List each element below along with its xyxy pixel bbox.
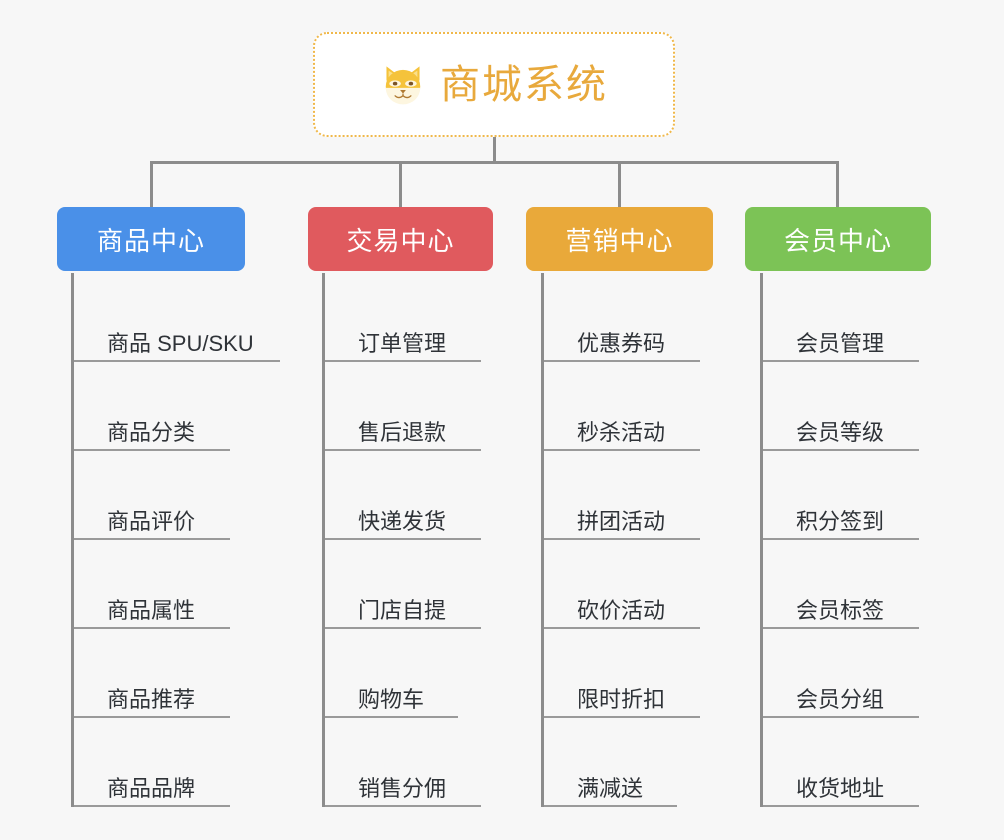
leaf-node[interactable]: 商品 SPU/SKU	[74, 273, 301, 362]
connector-drop-2	[399, 161, 402, 207]
leaf-node-label: 商品品牌	[107, 775, 196, 801]
leaf-node-label: 满减送	[577, 775, 644, 801]
leaf-node[interactable]: 购物车	[325, 629, 552, 718]
leaf-underline	[763, 627, 919, 629]
leaf-node[interactable]: 会员标签	[763, 540, 990, 629]
leaf-column-product: 商品 SPU/SKU 商品分类 商品评价 商品属性 商品推荐 商品品牌	[71, 273, 301, 807]
leaf-node-label: 会员分组	[796, 686, 885, 712]
leaf-node[interactable]: 商品推荐	[74, 629, 301, 718]
leaf-underline	[763, 805, 919, 807]
root-node-title: 商城系统	[440, 62, 608, 107]
leaf-node-label: 优惠券码	[577, 330, 666, 356]
connector-drop-3	[618, 161, 621, 207]
leaf-node[interactable]: 商品分类	[74, 362, 301, 451]
leaf-underline	[763, 360, 919, 362]
leaf-node-label: 商品分类	[107, 419, 196, 445]
leaf-underline	[74, 805, 230, 807]
leaf-column-member: 会员管理 会员等级 积分签到 会员标签 会员分组 收货地址	[760, 273, 990, 807]
leaf-node-label: 秒杀活动	[577, 419, 666, 445]
leaf-node-label: 快递发货	[358, 508, 447, 534]
leaf-node[interactable]: 门店自提	[325, 540, 552, 629]
leaf-underline	[325, 716, 458, 718]
leaf-underline	[544, 449, 700, 451]
leaf-node-label: 会员标签	[796, 597, 885, 623]
leaf-underline	[763, 716, 919, 718]
leaf-node[interactable]: 会员等级	[763, 362, 990, 451]
leaf-underline	[325, 360, 481, 362]
connector-drop-1	[150, 161, 153, 207]
leaf-node[interactable]: 优惠券码	[544, 273, 771, 362]
leaf-underline	[544, 716, 700, 718]
leaf-underline	[325, 627, 481, 629]
leaf-node[interactable]: 拼团活动	[544, 451, 771, 540]
group-node-product[interactable]: 商品中心	[57, 207, 245, 271]
leaf-node[interactable]: 限时折扣	[544, 629, 771, 718]
leaf-node[interactable]: 砍价活动	[544, 540, 771, 629]
group-node-trade[interactable]: 交易中心	[308, 207, 493, 271]
leaf-node-label: 购物车	[358, 686, 425, 712]
leaf-node[interactable]: 会员管理	[763, 273, 990, 362]
connector-horizontal-bus	[150, 161, 839, 164]
leaf-node[interactable]: 收货地址	[763, 718, 990, 807]
leaf-node-label: 商品 SPU/SKU	[107, 330, 254, 356]
leaf-underline	[74, 716, 230, 718]
leaf-node-label: 售后退款	[358, 419, 447, 445]
connector-drop-4	[836, 161, 839, 207]
leaf-underline	[544, 538, 700, 540]
leaf-node[interactable]: 销售分佣	[325, 718, 552, 807]
root-node-card[interactable]: 商城系统	[313, 32, 675, 137]
shiba-dog-icon	[385, 65, 421, 104]
leaf-node-label: 限时折扣	[577, 686, 666, 712]
leaf-node[interactable]: 满减送	[544, 718, 771, 807]
leaf-node-label: 收货地址	[796, 775, 885, 801]
connector-root-stem	[493, 137, 496, 163]
leaf-underline	[544, 627, 700, 629]
leaf-node-label: 拼团活动	[577, 508, 666, 534]
leaf-column-marketing: 优惠券码 秒杀活动 拼团活动 砍价活动 限时折扣 满减送	[541, 273, 771, 807]
leaf-node[interactable]: 会员分组	[763, 629, 990, 718]
group-node-member[interactable]: 会员中心	[745, 207, 931, 271]
leaf-node-label: 会员管理	[796, 330, 885, 356]
leaf-node[interactable]: 积分签到	[763, 451, 990, 540]
leaf-node-label: 商品属性	[107, 597, 196, 623]
leaf-underline	[325, 805, 481, 807]
leaf-node-label: 销售分佣	[358, 775, 447, 801]
leaf-underline	[544, 360, 700, 362]
leaf-column-trade: 订单管理 售后退款 快递发货 门店自提 购物车 销售分佣	[322, 273, 552, 807]
leaf-node-label: 商品推荐	[107, 686, 196, 712]
leaf-underline	[74, 449, 230, 451]
leaf-node[interactable]: 秒杀活动	[544, 362, 771, 451]
leaf-node-label: 会员等级	[796, 419, 885, 445]
leaf-underline	[544, 805, 677, 807]
leaf-node[interactable]: 售后退款	[325, 362, 552, 451]
leaf-underline	[74, 360, 280, 362]
group-node-marketing[interactable]: 营销中心	[526, 207, 713, 271]
leaf-underline	[763, 538, 919, 540]
leaf-node[interactable]: 商品属性	[74, 540, 301, 629]
leaf-underline	[763, 449, 919, 451]
leaf-node[interactable]: 商品品牌	[74, 718, 301, 807]
group-node-label: 营销中心	[565, 225, 674, 256]
leaf-node[interactable]: 订单管理	[325, 273, 552, 362]
leaf-node-label: 门店自提	[358, 597, 447, 623]
group-node-label: 会员中心	[783, 225, 892, 256]
leaf-node-label: 商品评价	[107, 508, 196, 534]
leaf-node[interactable]: 商品评价	[74, 451, 301, 540]
group-node-label: 商品中心	[96, 225, 205, 256]
leaf-node-label: 订单管理	[358, 330, 447, 356]
leaf-node-label: 砍价活动	[577, 597, 666, 623]
leaf-underline	[74, 627, 230, 629]
leaf-underline	[74, 538, 230, 540]
leaf-node[interactable]: 快递发货	[325, 451, 552, 540]
leaf-underline	[325, 449, 481, 451]
group-node-label: 交易中心	[346, 225, 455, 256]
leaf-node-label: 积分签到	[796, 508, 885, 534]
leaf-underline	[325, 538, 481, 540]
